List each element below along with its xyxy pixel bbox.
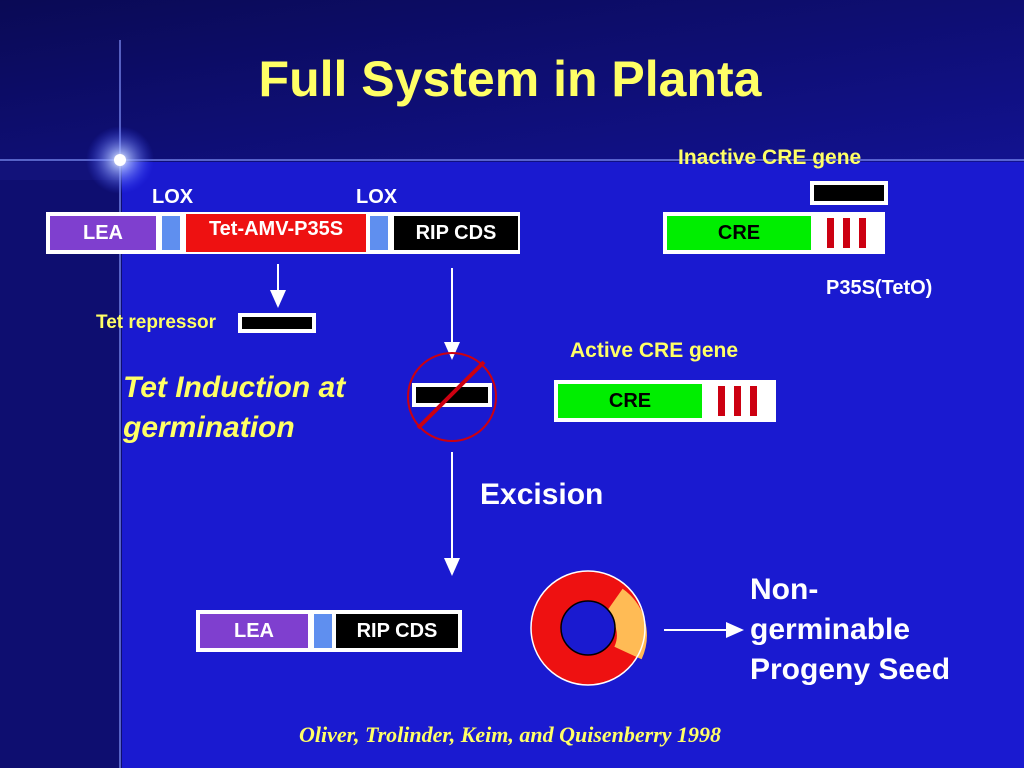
seed-icon bbox=[530, 570, 647, 686]
bottom-construct: LEA RIP CDS bbox=[196, 610, 462, 652]
operator-bar bbox=[827, 218, 834, 248]
rip-cds-box-bottom: RIP CDS bbox=[336, 614, 458, 648]
lox-label-right: LOX bbox=[356, 186, 398, 208]
tet-induction-text: Tet Induction at germination bbox=[123, 368, 345, 448]
operator-bar bbox=[718, 386, 725, 416]
active-cre-cassette: CRE bbox=[554, 380, 776, 422]
p35s-teto-label: P35S(TetO) bbox=[826, 277, 933, 299]
operator-bar bbox=[843, 218, 850, 248]
outcome-line-1: Non- bbox=[750, 573, 819, 606]
operator-bar bbox=[859, 218, 866, 248]
tet-repressor-label: Tet repressor bbox=[96, 312, 217, 333]
citation: Oliver, Trolinder, Keim, and Quisenberry… bbox=[298, 722, 722, 747]
inactive-cre-cassette: CRE bbox=[663, 212, 885, 254]
operator-bar bbox=[750, 386, 757, 416]
inactive-cre-box: CRE bbox=[667, 216, 811, 250]
outcome-text: Non- germinable Progeny Seed bbox=[750, 570, 950, 690]
slide-title: Full System in Planta bbox=[258, 51, 762, 107]
promoter-cassette-top: Tet-AMV-P35S RIP CDS bbox=[184, 212, 520, 254]
tet-amv-p35s-promoter: Tet-AMV-P35S bbox=[186, 214, 366, 252]
excision-label: Excision bbox=[480, 478, 604, 511]
tet-repressor-protein bbox=[238, 313, 316, 333]
active-cre-label: Active CRE gene bbox=[570, 339, 739, 362]
lea-box-bottom: LEA bbox=[200, 614, 308, 648]
inactive-cre-label: Inactive CRE gene bbox=[678, 146, 862, 169]
tet-induction-line-1: Tet Induction at bbox=[123, 371, 346, 404]
operator-bar bbox=[734, 386, 741, 416]
tet-induction-line-2: germination bbox=[123, 411, 295, 444]
rip-cds-box-top: RIP CDS bbox=[394, 216, 518, 250]
lox-site-right bbox=[370, 216, 388, 250]
lea-cassette-top: LEA bbox=[46, 212, 186, 254]
lox-site-left bbox=[162, 216, 180, 250]
inactive-cre-repressor bbox=[810, 181, 888, 205]
lox-label-left: LOX bbox=[152, 186, 194, 208]
blocked-repressor bbox=[407, 352, 497, 442]
inactive-teto-operators bbox=[815, 216, 881, 250]
lea-box-top: LEA bbox=[50, 216, 156, 250]
outcome-line-3: Progeny Seed bbox=[750, 653, 951, 686]
lox-site-bottom bbox=[314, 614, 332, 648]
outcome-line-2: germinable bbox=[750, 613, 911, 646]
active-cre-box: CRE bbox=[558, 384, 702, 418]
active-teto-operators bbox=[706, 384, 772, 418]
